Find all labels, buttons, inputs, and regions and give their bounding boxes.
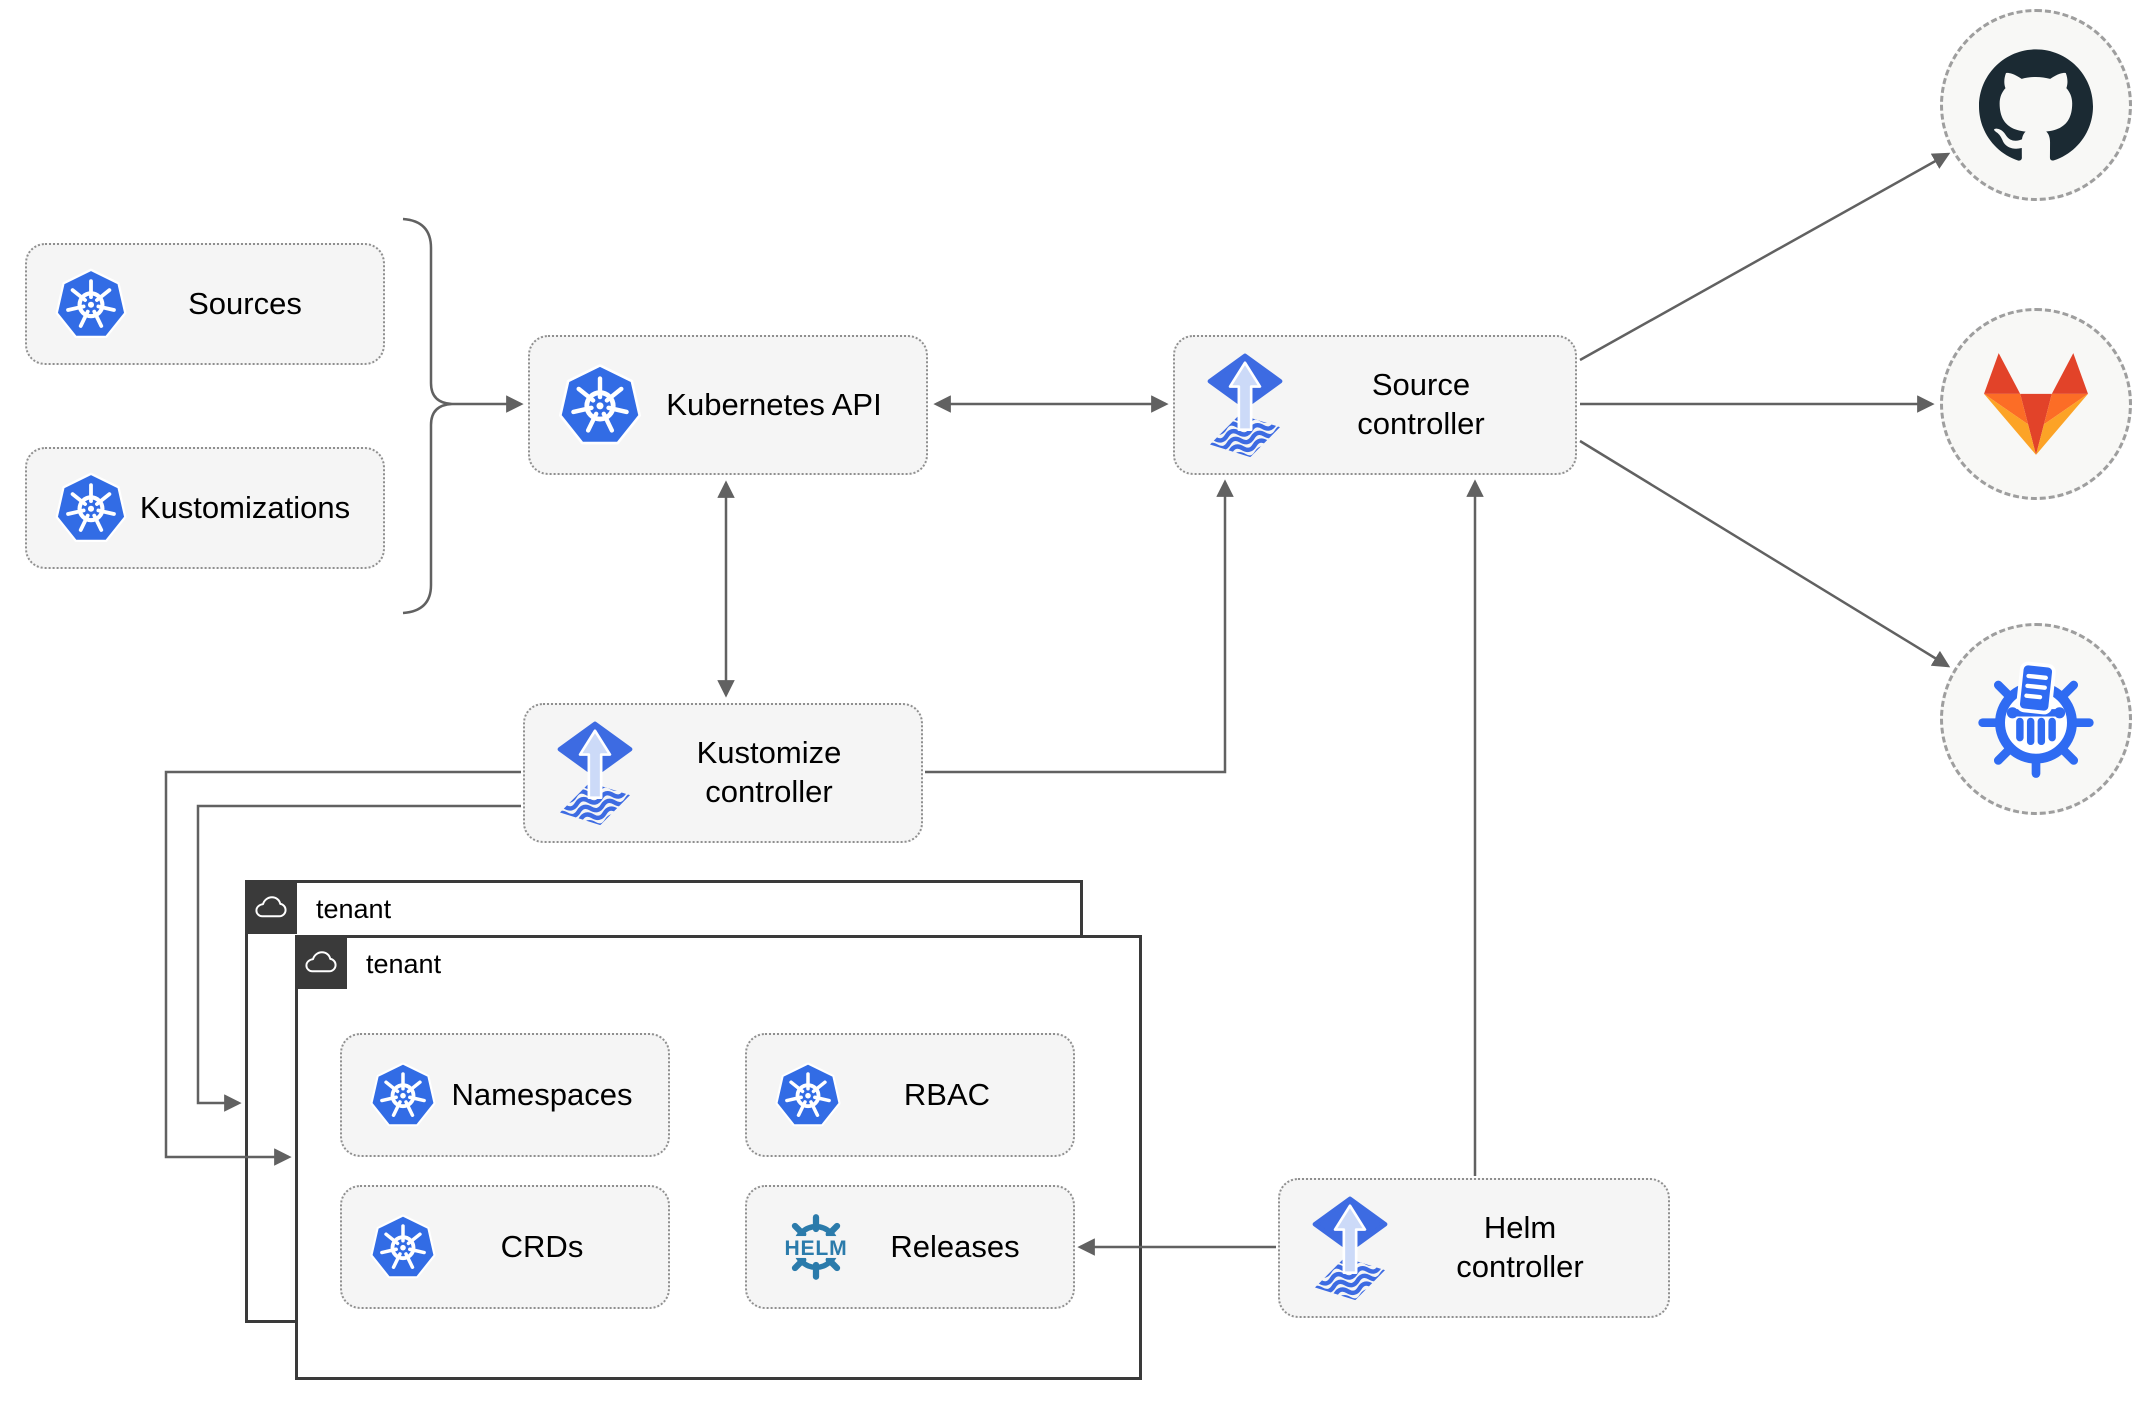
cloud-tab-inner	[295, 935, 347, 989]
chartmuseum-icon	[1974, 657, 2098, 781]
node-helm-controller-label: Helm controller	[1456, 1210, 1584, 1284]
github-icon	[1979, 48, 2093, 162]
node-kustomize-controller-label: Kustomize controller	[696, 735, 842, 809]
tenant-label-inner: tenant	[366, 949, 442, 979]
kubernetes-icon	[773, 1060, 843, 1130]
flux-icon	[1201, 349, 1289, 461]
edge-kustomize-to-sourcecontroller	[925, 479, 1234, 774]
kubernetes-icon	[53, 266, 129, 342]
node-kubernetes-api-label: Kubernetes API	[666, 386, 882, 422]
external-gitlab	[1940, 308, 2132, 500]
node-kustomizations: Kustomizations	[25, 447, 385, 569]
node-crds: CRDs	[340, 1185, 670, 1309]
helm-wheel-icon: HELM	[782, 1214, 850, 1280]
tenant-label-outer: tenant	[316, 894, 392, 924]
tenant-group-inner	[295, 935, 1142, 1380]
flux-icon	[551, 717, 639, 829]
external-chartmuseum	[1940, 623, 2132, 815]
node-kubernetes-api: Kubernetes API	[528, 335, 928, 475]
node-source-controller: Source controller	[1173, 335, 1577, 475]
node-sources: Sources	[25, 243, 385, 365]
cloud-tab-outer	[245, 880, 297, 934]
node-rbac: RBAC	[745, 1033, 1075, 1157]
node-kustomize-controller: Kustomize controller	[523, 703, 923, 843]
flux-icon	[1306, 1192, 1394, 1304]
cloud-icon	[253, 895, 289, 919]
cloud-icon	[303, 950, 339, 974]
node-sources-label: Sources	[188, 285, 302, 321]
node-rbac-label: RBAC	[903, 1076, 991, 1112]
kubernetes-icon	[368, 1212, 438, 1282]
node-crds-label: CRDs	[500, 1228, 584, 1264]
node-releases: HELM Releases	[745, 1185, 1075, 1309]
node-namespaces: Namespaces	[340, 1033, 670, 1157]
edge-source-to-github	[1579, 152, 1951, 362]
kubernetes-icon	[556, 361, 644, 449]
node-helm-controller: Helm controller	[1278, 1178, 1670, 1318]
edge-source-to-chartmuseum	[1579, 439, 1951, 668]
node-source-controller-label: Source controller	[1357, 367, 1485, 441]
node-releases-label: Releases	[890, 1228, 1020, 1264]
kubernetes-icon	[53, 470, 129, 546]
node-kustomizations-label: Kustomizations	[139, 489, 351, 525]
helm-wheel-text: HELM	[785, 1237, 848, 1260]
kubernetes-icon	[368, 1060, 438, 1130]
node-namespaces-label: Namespaces	[451, 1076, 633, 1112]
gitlab-icon	[1984, 352, 2088, 456]
external-github	[1940, 9, 2132, 201]
brace-sources-group	[402, 217, 453, 615]
